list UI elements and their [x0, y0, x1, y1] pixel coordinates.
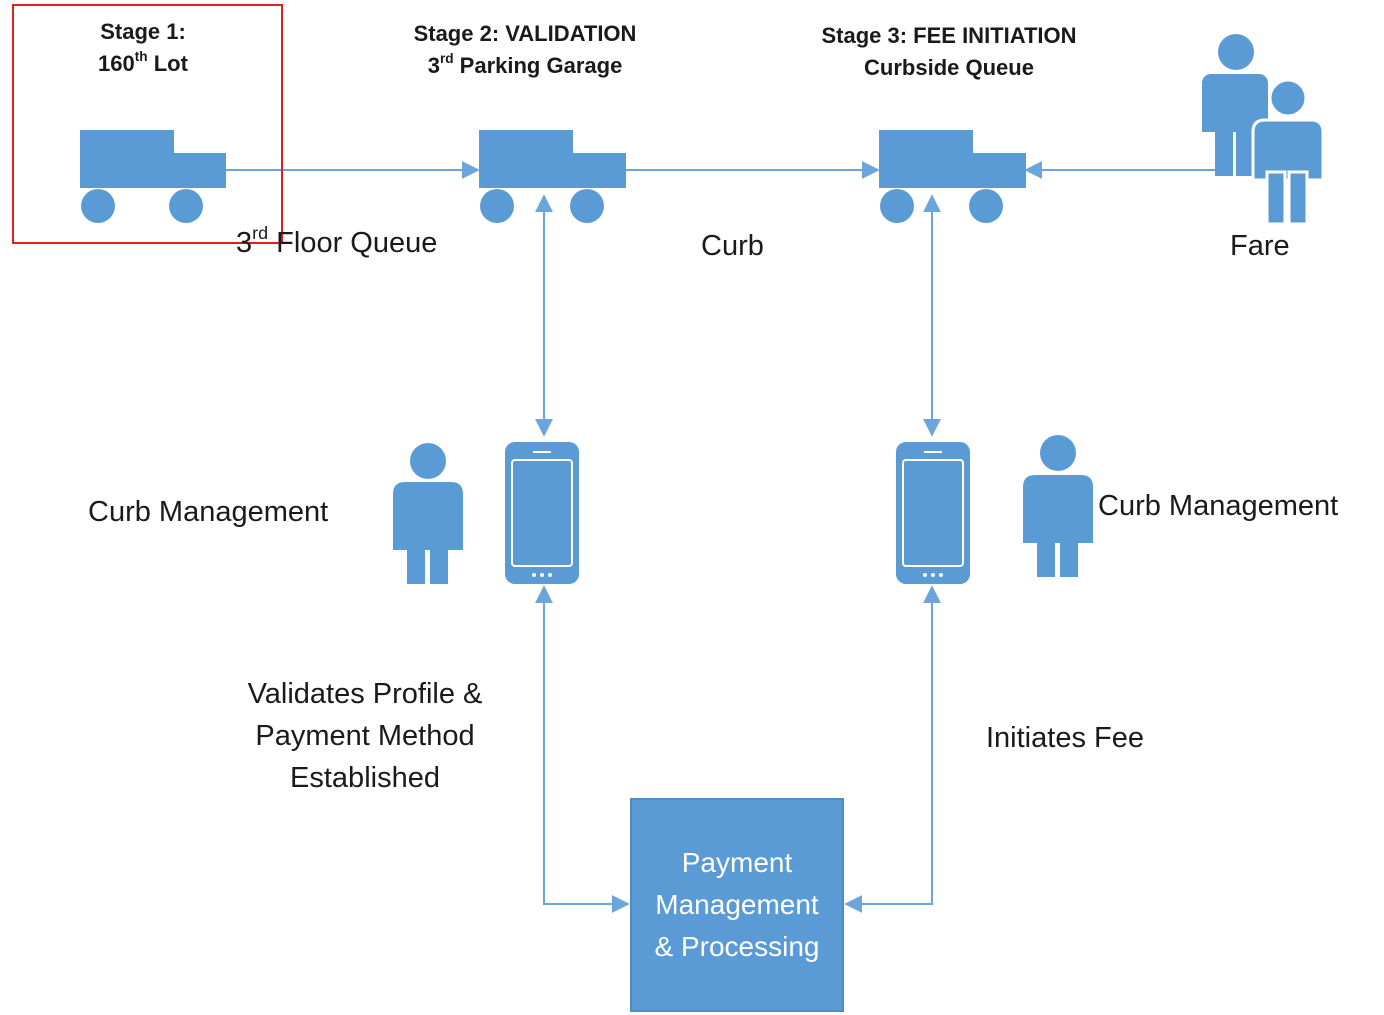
smartphone-icon — [505, 442, 579, 584]
stage1-title: Stage 1: 160th Lot — [60, 16, 226, 80]
stage3-line1: Stage 3: FEE INITIATION — [821, 23, 1077, 48]
queue-label: 3rd Floor Queue — [236, 222, 438, 259]
curb-management-left-label: Curb Management — [88, 496, 329, 528]
arrow-phone2-payment — [844, 585, 941, 913]
curb-label: Curb — [701, 230, 764, 262]
initiates-fee-label: Initiates Fee — [986, 722, 1144, 754]
arrow-phone1-payment — [535, 585, 630, 913]
person-icon — [1023, 435, 1093, 577]
person-icon — [393, 443, 463, 584]
truck-icon — [479, 130, 626, 223]
curb-management-right-label: Curb Management — [1098, 490, 1339, 522]
stage2-title: Stage 2: VALIDATION 3rd Parking Garage — [390, 18, 660, 82]
stage1-line2: 160th Lot — [98, 48, 188, 76]
person-icon — [1251, 78, 1325, 226]
stage3-title: Stage 3: FEE INITIATION Curbside Queue — [799, 20, 1099, 84]
validates-line1: Validates Profile & — [247, 678, 483, 710]
stage3-line2: Curbside Queue — [864, 55, 1034, 80]
smartphone-icon — [896, 442, 970, 584]
stage2-line1: Stage 2: VALIDATION — [413, 21, 637, 46]
connector-arrows — [226, 161, 1218, 913]
payment-management-box: Payment Management & Processing — [630, 798, 844, 1012]
payment-box-text: Payment Management & Processing — [654, 847, 820, 962]
truck-icon — [879, 130, 1026, 223]
validates-label: Validates Profile & Payment Method Estab… — [220, 673, 510, 799]
truck-icon — [80, 130, 226, 223]
validates-line3: Established — [290, 762, 440, 794]
stage1-line1: Stage 1: — [100, 19, 186, 44]
validates-line2: Payment Method — [255, 720, 475, 752]
stage2-line2: 3rd Parking Garage — [427, 50, 623, 78]
fare-label: Fare — [1230, 230, 1290, 262]
